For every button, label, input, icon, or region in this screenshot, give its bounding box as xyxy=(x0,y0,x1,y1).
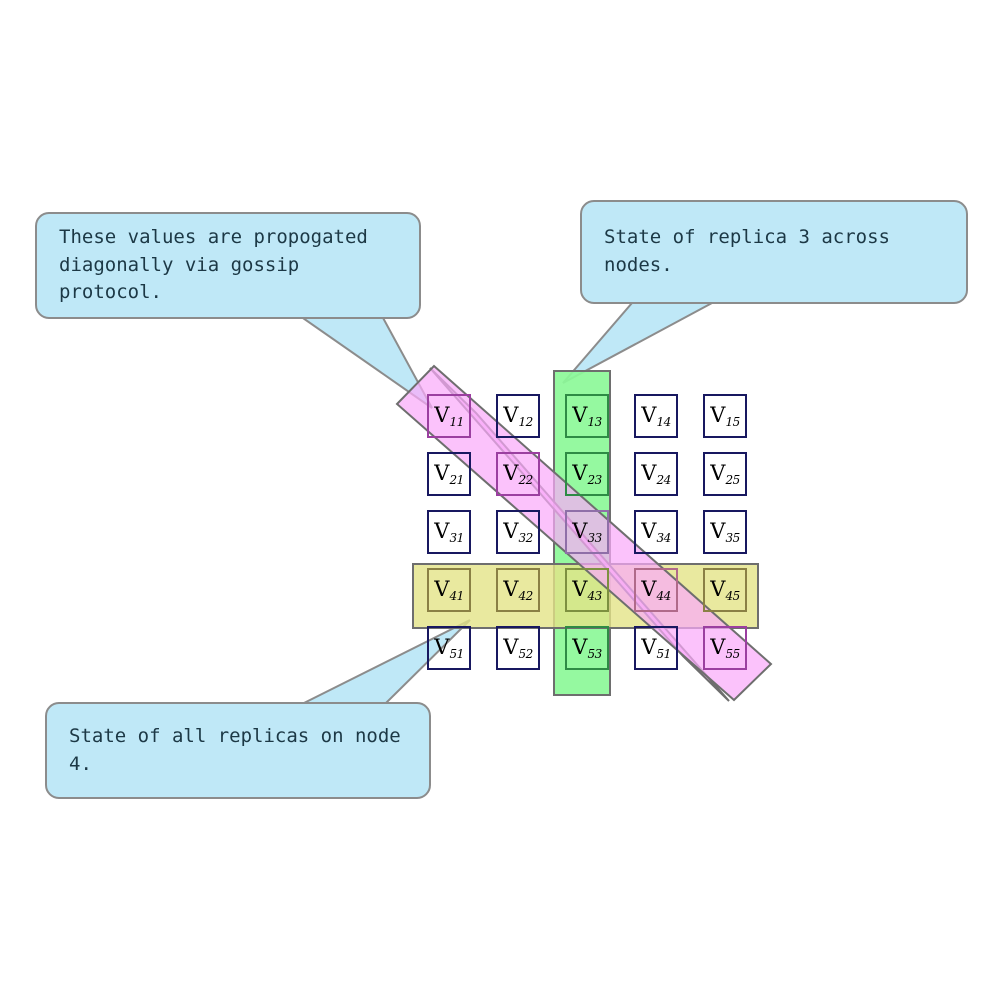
grid-cell-r1c1[interactable]: V11 xyxy=(427,394,471,438)
cell-subscript: 52 xyxy=(518,646,533,661)
cell-subscript: 33 xyxy=(587,530,602,545)
callout-node-row-text: State of all replicas on node 4. xyxy=(69,724,401,775)
grid-cell-r5c3[interactable]: V53 xyxy=(565,626,609,670)
cell-subscript: 23 xyxy=(587,472,602,487)
grid-cell-r5c5[interactable]: V55 xyxy=(703,626,747,670)
cell-label: V45 xyxy=(710,576,740,603)
grid-cell-r5c2[interactable]: V52 xyxy=(496,626,540,670)
cell-subscript: 32 xyxy=(518,530,533,545)
cell-subscript: 31 xyxy=(449,530,464,545)
cell-label: V23 xyxy=(572,460,602,487)
grid-cell-r4c5[interactable]: V45 xyxy=(703,568,747,612)
cell-label: V15 xyxy=(710,402,740,429)
cell-label: V11 xyxy=(434,402,464,429)
grid-cell-r4c3[interactable]: V43 xyxy=(565,568,609,612)
grid-cell-r1c3[interactable]: V13 xyxy=(565,394,609,438)
cell-subscript: 53 xyxy=(587,646,602,661)
cell-subscript: 55 xyxy=(725,646,740,661)
grid-cell-r4c2[interactable]: V42 xyxy=(496,568,540,612)
grid-cell-r1c4[interactable]: V14 xyxy=(634,394,678,438)
grid-cell-r3c3[interactable]: V33 xyxy=(565,510,609,554)
callout-gossip-diagonal-text: These values are propogated diagonally v… xyxy=(59,226,368,304)
cell-subscript: 45 xyxy=(725,588,740,603)
cell-label: V53 xyxy=(572,634,602,661)
callout-replica-column-text: State of replica 3 across nodes. xyxy=(604,226,890,276)
cell-label: V55 xyxy=(710,634,740,661)
grid-cell-r4c1[interactable]: V41 xyxy=(427,568,471,612)
cell-subscript: 44 xyxy=(656,588,671,603)
callout-gossip-diagonal[interactable]: These values are propogated diagonally v… xyxy=(35,212,421,319)
grid-cell-r3c2[interactable]: V32 xyxy=(496,510,540,554)
cell-label: V44 xyxy=(641,576,671,603)
grid-cell-r3c5[interactable]: V35 xyxy=(703,510,747,554)
cell-subscript: 51 xyxy=(449,646,464,661)
cell-subscript: 41 xyxy=(449,588,464,603)
cell-label: V33 xyxy=(572,518,602,545)
cell-label: V43 xyxy=(572,576,602,603)
cell-label: V51 xyxy=(434,634,464,661)
cell-subscript: 43 xyxy=(587,588,602,603)
diagonal-highlight-band-body xyxy=(395,364,773,702)
cell-label: V13 xyxy=(572,402,602,429)
grid-cell-r2c5[interactable]: V25 xyxy=(703,452,747,496)
cell-subscript: 14 xyxy=(656,414,671,429)
cell-label: V51 xyxy=(641,634,671,661)
cell-subscript: 35 xyxy=(725,530,740,545)
grid-cell-r2c2[interactable]: V22 xyxy=(496,452,540,496)
cell-label: V14 xyxy=(641,402,671,429)
cell-subscript: 22 xyxy=(518,472,533,487)
grid-cell-r1c2[interactable]: V12 xyxy=(496,394,540,438)
grid-cell-r2c4[interactable]: V24 xyxy=(634,452,678,496)
grid-cell-r5c1[interactable]: V51 xyxy=(427,626,471,670)
cell-label: V24 xyxy=(641,460,671,487)
cell-subscript: 42 xyxy=(518,588,533,603)
cell-subscript: 34 xyxy=(656,530,671,545)
cell-subscript: 12 xyxy=(518,414,533,429)
cell-label: V35 xyxy=(710,518,740,545)
cell-label: V12 xyxy=(503,402,533,429)
cell-subscript: 24 xyxy=(656,472,671,487)
cell-label: V32 xyxy=(503,518,533,545)
cell-label: V41 xyxy=(434,576,464,603)
cell-label: V22 xyxy=(503,460,533,487)
cell-label: V42 xyxy=(503,576,533,603)
grid-cell-r5c4[interactable]: V51 xyxy=(634,626,678,670)
cell-label: V52 xyxy=(503,634,533,661)
cell-subscript: 21 xyxy=(449,472,464,487)
cell-label: V25 xyxy=(710,460,740,487)
grid-cell-r4c4[interactable]: V44 xyxy=(634,568,678,612)
grid-cell-r1c5[interactable]: V15 xyxy=(703,394,747,438)
cell-subscript: 25 xyxy=(725,472,740,487)
cell-label: V34 xyxy=(641,518,671,545)
grid-cell-r3c4[interactable]: V34 xyxy=(634,510,678,554)
cell-subscript: 15 xyxy=(725,414,740,429)
cell-subscript: 11 xyxy=(449,414,464,429)
cell-label: V21 xyxy=(434,460,464,487)
value-grid: V11 V12 V13 V14 V15 V21 V22 V23 V24 V25 xyxy=(427,394,747,678)
grid-cell-r2c3[interactable]: V23 xyxy=(565,452,609,496)
callout-node-row[interactable]: State of all replicas on node 4. xyxy=(45,702,431,799)
cell-subscript: 13 xyxy=(587,414,602,429)
grid-cell-r2c1[interactable]: V21 xyxy=(427,452,471,496)
cell-label: V31 xyxy=(434,518,464,545)
cell-subscript: 51 xyxy=(656,646,671,661)
callout-replica-column[interactable]: State of replica 3 across nodes. xyxy=(580,200,968,304)
grid-cell-r3c1[interactable]: V31 xyxy=(427,510,471,554)
